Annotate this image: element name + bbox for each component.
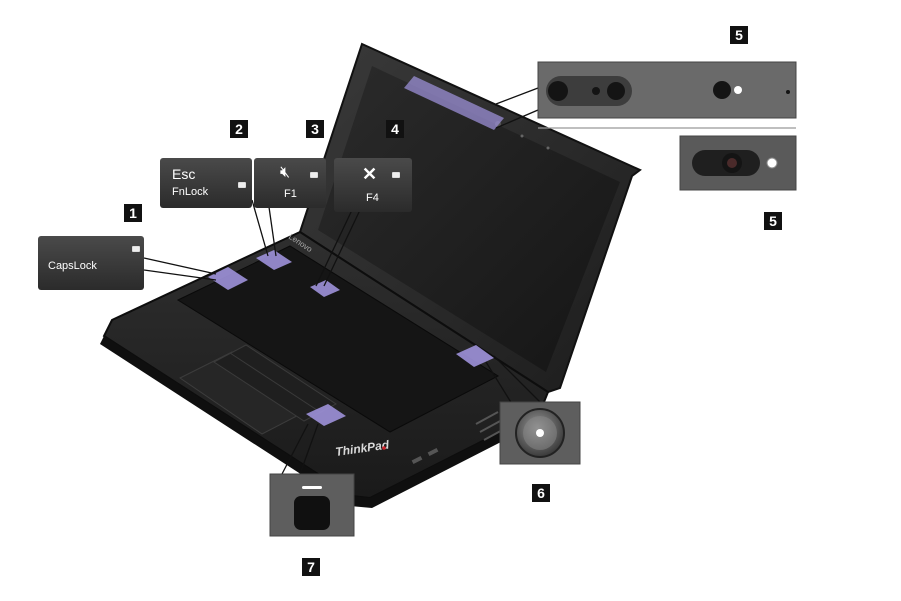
keyboard-area <box>176 245 500 433</box>
callout-7: 7 <box>302 558 320 576</box>
mute-speaker-icon: 🔇︎ <box>280 164 291 181</box>
capslock-indicator-light <box>132 246 140 252</box>
highlight-fingerprint <box>306 404 346 426</box>
capslock-key-label: CapsLock <box>48 260 97 272</box>
webcam-indicator-light <box>734 86 742 94</box>
leader-lines <box>143 87 796 475</box>
fnlock-key-label: FnLock <box>172 186 209 198</box>
highlight-capslock <box>208 267 248 290</box>
capslock-key-closeup: CapsLock <box>38 236 144 290</box>
callout-1: 1 <box>124 204 142 222</box>
mute-indicator-light <box>310 172 318 178</box>
esc-key-closeup: Esc FnLock <box>160 158 252 208</box>
f1-key-closeup: 🔇︎ F1 <box>254 158 326 208</box>
f4-key-closeup: ✕ F4 <box>334 158 412 212</box>
f1-key-label: F1 <box>284 188 297 200</box>
laptop-screen <box>318 66 620 372</box>
f4-key-label: F4 <box>366 192 379 204</box>
shutter-indicator-light <box>766 157 778 169</box>
callout-2: 2 <box>230 120 248 138</box>
fnlock-indicator-light <box>238 182 246 188</box>
callout-4: 4 <box>386 120 404 138</box>
highlight-camera <box>404 76 504 130</box>
highlight-power <box>456 345 494 367</box>
callout-5-shutter: 5 <box>764 212 782 230</box>
highlight-esc-f1 <box>256 250 292 270</box>
mic-mute-indicator-light <box>392 172 400 178</box>
callout-6: 6 <box>532 484 550 502</box>
callout-5-webcam: 5 <box>730 26 748 44</box>
callout-3: 3 <box>306 120 324 138</box>
esc-key-label: Esc <box>172 166 196 182</box>
power-indicator-light <box>536 429 544 437</box>
mic-mute-icon: ✕ <box>362 164 378 184</box>
